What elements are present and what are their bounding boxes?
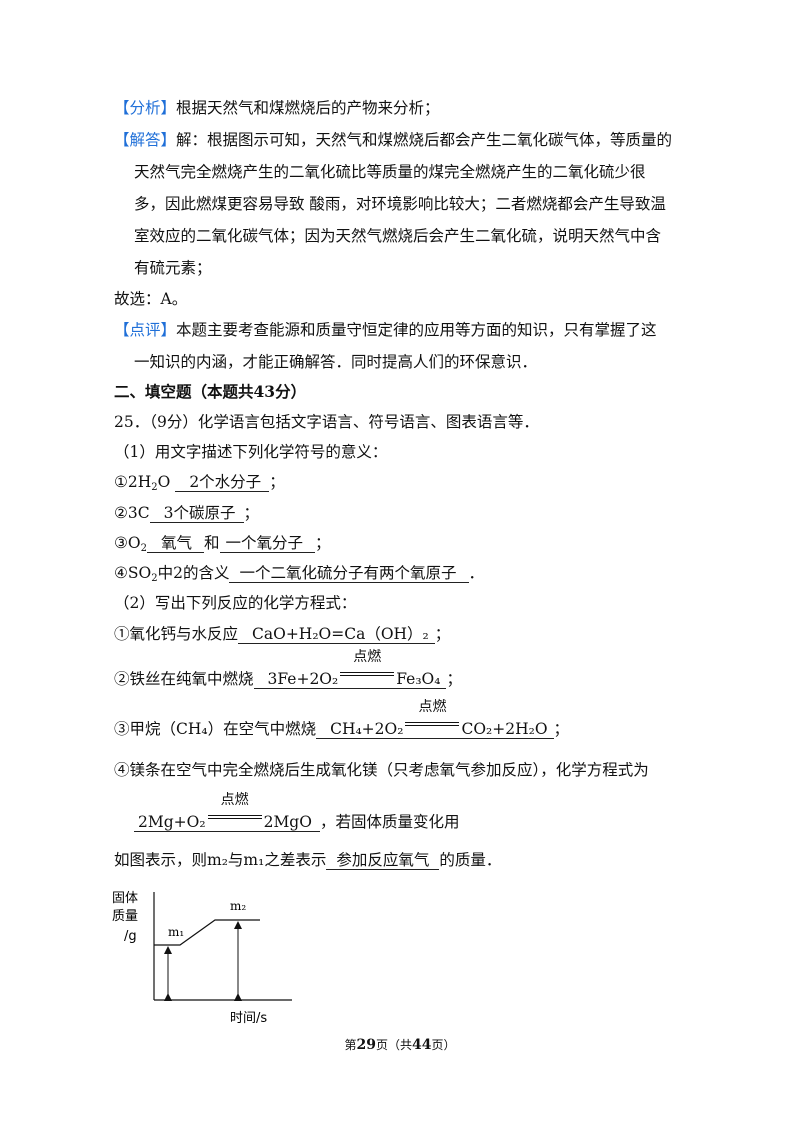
- y-unit: /g: [124, 929, 137, 944]
- comment-line-2: 一知识的内涵，才能正确解答．同时提高人们的环保意识．: [134, 353, 538, 371]
- answer-tag: 【解答】: [114, 131, 177, 149]
- answer-line-3: 多，因此燃煤更容易导致 酸雨，对环境影响比较大；二者燃烧都会产生导致温: [134, 195, 666, 213]
- answer-line-1: 【解答】解：根据图示可知，天然气和煤燃烧后都会产生二氧化碳气体，等质量的: [114, 130, 672, 150]
- mass-time-graph: 固体 质量 /g m₁ m₂ 时间/s: [112, 891, 292, 1026]
- m2-label: m₂: [230, 899, 246, 913]
- y-label-2: 质量: [112, 909, 138, 924]
- reaction2-end: ；: [446, 670, 462, 688]
- y-label-1: 固体: [112, 891, 138, 906]
- comment-text-1: 本题主要考查能源和质量守恒定律的应用等方面的知识，只有掌握了这: [176, 321, 657, 339]
- analysis-text: 根据天然气和煤燃烧后的产物来分析；: [176, 99, 440, 117]
- reaction2-lhs: 3Fe+2O₂: [267, 670, 339, 688]
- item1-suffix: O: [157, 473, 171, 491]
- reaction-4: 2Mg+O₂ 点燃 2MgO ，若固体质量变化用: [134, 792, 460, 832]
- item3-middle: 和: [204, 534, 220, 552]
- item3-answer-2: 一个氧分子: [219, 534, 316, 553]
- reaction3-lhs: CH₄+2O₂: [330, 720, 404, 738]
- reaction2-condition: 点燃: [353, 649, 382, 665]
- page-footer: 第29页（共44页）: [0, 1036, 800, 1053]
- reaction-2: ②铁丝在纯氧中燃烧 3Fe+2O₂ 点燃 Fe₃O₄ ；: [114, 649, 462, 689]
- answer-line-2: 天然气完全燃烧产生的二氧化硫比等质量的煤完全燃烧产生的二氧化硫少很: [134, 163, 646, 181]
- answer-line-5: 有硫元素；: [134, 259, 212, 277]
- m1-label: m₁: [168, 925, 184, 939]
- reaction2-rhs: Fe₃O₄: [396, 670, 441, 688]
- comment-tag: 【点评】: [114, 321, 177, 339]
- reaction-4-text: ④镁条在空气中完全燃烧后生成氧化镁（只考虑氧气参加反应），化学方程式为: [114, 761, 649, 779]
- q25-part2: （2）写出下列反应的化学方程式：: [114, 594, 357, 612]
- x-label: 时间/s: [230, 1011, 267, 1026]
- reaction3-prefix: ③甲烷（CH₄）在空气中燃烧: [114, 720, 317, 738]
- reaction4-answer: 2Mg+O₂ 点燃 2MgO: [134, 792, 320, 832]
- item1-end: ；: [269, 473, 285, 491]
- item2-answer: 3个碳原子: [149, 504, 244, 523]
- reaction4-rhs: 2MgO: [263, 813, 312, 831]
- analysis-line: 【分析】根据天然气和煤燃烧后的产物来分析；: [114, 98, 440, 118]
- answer-text-1: 解：根据图示可知，天然气和煤燃烧后都会产生二氧化碳气体，等质量的: [176, 131, 673, 149]
- reaction-5: 如图表示，则m₂与m₁之差表示参加反应氧气的质量．: [114, 850, 501, 870]
- item1-prefix: ①2H: [114, 473, 152, 491]
- item3-end: ；: [315, 534, 331, 552]
- footer-prefix: 第: [344, 1038, 357, 1052]
- reaction2-prefix: ②铁丝在纯氧中燃烧: [114, 670, 254, 688]
- reaction-3: ③甲烷（CH₄）在空气中燃烧 CH₄+2O₂ 点燃 CO₂+2H₂O ；: [114, 699, 570, 739]
- item4-end: ．: [468, 564, 485, 582]
- choice-line: 故选：A。: [114, 290, 188, 308]
- reaction4-condition-arrow: 点燃: [206, 792, 264, 829]
- analysis-tag: 【分析】: [114, 99, 177, 117]
- reaction5-end: 的质量．: [439, 851, 502, 869]
- item4-suffix: 中2的含义: [157, 564, 230, 582]
- footer-total-pages: 44: [412, 1037, 432, 1053]
- reaction5-answer: 参加反应氧气: [326, 851, 440, 870]
- item2-prefix: ②3C: [114, 504, 150, 522]
- reaction1-answer: CaO+H₂O=Ca（OH）₂: [238, 625, 435, 644]
- reaction3-condition-arrow: 点燃: [403, 699, 461, 736]
- item4-prefix: ④SO: [114, 564, 152, 582]
- item1-subscript: 2: [151, 482, 158, 493]
- reaction3-end: ；: [553, 720, 570, 738]
- q25-item4: ④SO2中2的含义一个二氧化硫分子有两个氧原子．: [114, 563, 485, 584]
- comment-line-1: 【点评】本题主要考查能源和质量守恒定律的应用等方面的知识，只有掌握了这: [114, 320, 657, 340]
- reaction2-answer: 3Fe+2O₂ 点燃 Fe₃O₄: [253, 649, 447, 689]
- item3-prefix: ③O: [114, 534, 141, 552]
- reaction3-rhs: CO₂+2H₂O: [461, 720, 548, 738]
- reaction3-condition: 点燃: [418, 699, 447, 715]
- reaction3-answer: CH₄+2O₂ 点燃 CO₂+2H₂O: [316, 699, 554, 739]
- reaction4-end: ，若固体质量变化用: [319, 813, 460, 831]
- q25-item1: ①2H2O 2个水分子；: [114, 472, 285, 493]
- reaction2-condition-arrow: 点燃: [338, 649, 396, 686]
- item4-subscript: 2: [151, 573, 158, 584]
- reaction4-condition: 点燃: [220, 792, 249, 808]
- reaction5-prefix: 如图表示，则m₂与m₁之差表示: [114, 851, 327, 869]
- footer-suffix: 页）: [431, 1038, 456, 1052]
- reaction1-prefix: ①氧化钙与水反应: [114, 625, 239, 643]
- reaction1-end: ；: [434, 625, 451, 643]
- item4-answer: 一个二氧化硫分子有两个氧原子: [229, 564, 469, 583]
- item2-end: ；: [243, 504, 260, 522]
- footer-page-number: 29: [356, 1037, 376, 1053]
- q25-part1: （1）用文字描述下列化学符号的意义：: [114, 443, 388, 461]
- q25-stem: 25．（9分）化学语言包括文字语言、符号语言、图表语言等．: [114, 413, 539, 431]
- item3-answer-1: 氧气: [146, 534, 204, 553]
- item1-answer: 2个水分子: [175, 473, 270, 492]
- item3-subscript: 2: [140, 543, 147, 554]
- reaction4-lhs: 2Mg+O₂: [138, 813, 206, 831]
- section-title: 二、填空题（本题共43分）: [114, 382, 307, 401]
- footer-middle: 页（共: [375, 1038, 412, 1052]
- answer-line-4: 室效应的二氧化碳气体；因为天然气燃烧后会产生二氧化硫，说明天然气中含: [134, 227, 662, 245]
- mass-curve: [154, 919, 260, 946]
